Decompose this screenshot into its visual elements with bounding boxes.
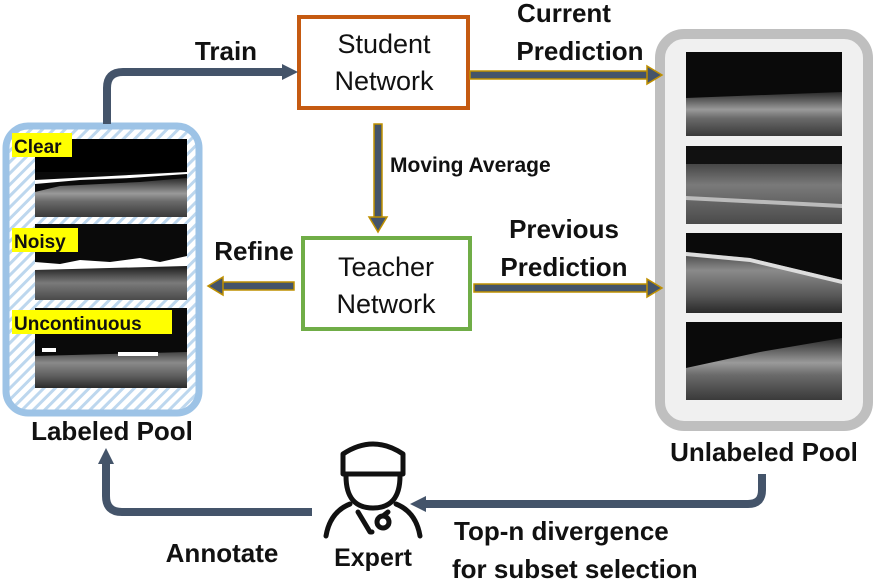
teacher-line-2: Network — [336, 289, 436, 319]
unlabeled-pool-label: Unlabeled Pool — [670, 437, 858, 467]
student-line-2: Network — [334, 66, 434, 96]
train-arrow — [103, 64, 298, 124]
current-label-1: Current — [517, 0, 611, 28]
ultrasound-image-unlabeled-1 — [686, 52, 842, 136]
ultrasound-image-unlabeled-2 — [686, 146, 842, 224]
tag-noisy: Noisy — [12, 228, 78, 253]
train-label: Train — [195, 36, 257, 66]
previous-prediction-arrow — [473, 277, 664, 299]
tag-uncontinuous: Uncontinuous — [12, 310, 172, 335]
moving-average-arrow — [367, 123, 389, 234]
annotate-arrow — [98, 448, 312, 516]
previous-label-1: Previous — [509, 214, 619, 244]
labeled-pool-label: Labeled Pool — [31, 416, 193, 446]
teacher-line-1: Teacher — [338, 252, 434, 282]
ultrasound-image-unlabeled-3 — [686, 233, 842, 313]
top-n-label-1: Top-n divergence — [454, 516, 669, 546]
doctor-icon — [323, 441, 423, 539]
top-n-arrow — [410, 474, 766, 512]
moving-average-label: Moving Average — [390, 154, 551, 177]
svg-text:Noisy: Noisy — [14, 232, 66, 253]
top-n-label-2: for subset selection — [452, 554, 698, 584]
svg-text:Clear: Clear — [14, 137, 62, 158]
student-network-box: Student Network — [297, 15, 470, 110]
teacher-network-box: Teacher Network — [301, 236, 472, 331]
unlabeled-pool — [655, 29, 873, 431]
refine-arrow — [206, 275, 295, 297]
tag-clear: Clear — [12, 133, 72, 158]
annotate-label: Annotate — [166, 538, 279, 568]
current-prediction-arrow — [469, 64, 664, 86]
labeled-pool: Clear Noisy Uncontinuous — [2, 122, 203, 417]
refine-label: Refine — [214, 236, 293, 266]
ultrasound-image-unlabeled-4 — [686, 322, 842, 400]
current-label-2: Prediction — [516, 36, 643, 66]
expert-label: Expert — [334, 544, 412, 572]
student-line-1: Student — [337, 29, 431, 59]
svg-text:Uncontinuous: Uncontinuous — [14, 314, 142, 335]
previous-label-2: Prediction — [500, 252, 627, 282]
